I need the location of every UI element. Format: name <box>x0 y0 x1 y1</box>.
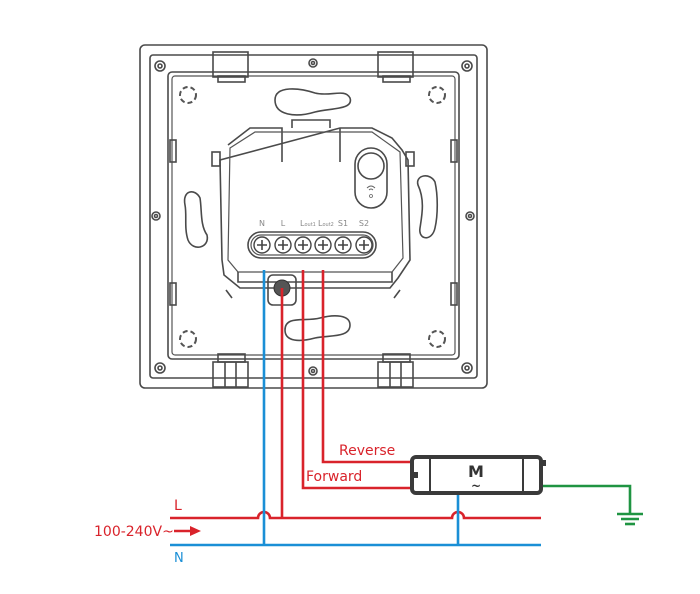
screw-slot-icon <box>318 240 328 250</box>
voltage-label: 100-240V~ <box>94 524 174 540</box>
terminal-label-lout1: Lout1 <box>300 219 316 228</box>
reverse-label: Reverse <box>339 443 395 459</box>
live-line <box>170 510 541 520</box>
forward-wire <box>301 270 412 490</box>
screw-slot-icon <box>257 240 267 250</box>
screw-slot-icon <box>278 240 288 250</box>
motor-letter: M <box>468 462 484 481</box>
switch-module: N L Lout1 Lout2 S1 S2 <box>211 119 415 306</box>
arrow-right-icon <box>174 526 201 536</box>
screw-hole-icon <box>151 58 475 376</box>
wiring <box>170 270 643 547</box>
screw-slot-icon <box>338 240 348 250</box>
terminal-label-lout2: Lout2 <box>318 219 334 228</box>
pairing-button <box>354 147 388 209</box>
forward-label: Forward <box>306 469 362 485</box>
terminal-block <box>247 231 377 259</box>
terminal-label-n: N <box>259 219 265 228</box>
terminal-label-s2: S2 <box>359 219 369 228</box>
wall-plate <box>139 44 488 389</box>
neutral-label: N <box>174 551 184 566</box>
motor: M ~ <box>410 455 546 495</box>
earth-wire <box>541 484 632 513</box>
motor-ac-symbol: ~ <box>471 479 481 493</box>
live-label: L <box>174 498 182 514</box>
wifi-icon <box>366 185 376 198</box>
screw-slot-icon <box>359 240 369 250</box>
screw-slot-icon <box>298 240 308 250</box>
ground-icon <box>617 512 643 526</box>
terminal-label-s1: S1 <box>338 219 348 228</box>
terminal-label-l: L <box>281 219 286 228</box>
reverse-wire <box>321 270 412 464</box>
